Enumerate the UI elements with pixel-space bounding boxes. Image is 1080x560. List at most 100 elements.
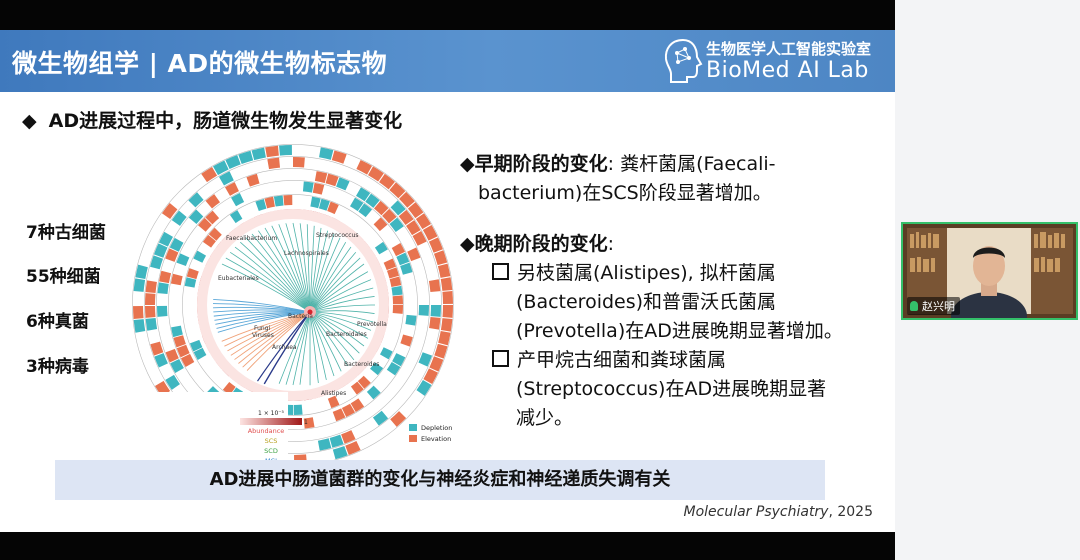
ring-cell: [389, 217, 404, 233]
ring-cell: [180, 353, 195, 367]
tree-branch: [258, 230, 311, 313]
ring-cell: [341, 430, 356, 444]
tree-branch: [221, 263, 311, 313]
ring-cell: [336, 177, 350, 191]
ring-cell: [345, 440, 361, 455]
tree-label-alistipes: Alistipes: [321, 390, 346, 397]
ring-cell: [332, 445, 348, 460]
early-stage-line-1: ◆早期阶段的变化: 粪杆菌属(Faecali-: [460, 150, 776, 179]
tree-branch: [309, 287, 374, 313]
abundance-scale-max: 1: [304, 419, 308, 426]
ring-cell: [171, 325, 183, 338]
ring-cell: [176, 344, 190, 358]
ring-cell: [391, 243, 406, 257]
tree-label-fungi: Fungi: [254, 325, 271, 332]
ring-cell: [150, 341, 164, 356]
tree-label-archaea: Archaea: [272, 344, 297, 351]
ring-cell: [255, 198, 267, 212]
ring-cell: [418, 352, 433, 367]
main-bullet-text: AD进展过程中，肠道微生物发生显著变化: [48, 110, 403, 132]
tree-branch: [229, 251, 311, 313]
ring-cell: [440, 318, 453, 332]
ring-cell: [442, 291, 453, 304]
shared-slide: 微生物组学 | AD的微生物标志物 生物医学人工智能实验室 BioMed AI …: [0, 30, 895, 532]
ring-cell: [429, 317, 441, 330]
ring-cell: [389, 276, 402, 287]
ring-cell: [171, 210, 187, 226]
late-stage-heading-line: ◆晚期阶段的变化:: [460, 230, 614, 259]
tree-label-bacteroidales: Bacteroidales: [326, 331, 367, 338]
ring-cell: [184, 277, 197, 288]
legend-elevation-swatch: [409, 435, 417, 442]
tree-branch: [309, 241, 347, 313]
late-item-1-text: 另枝菌属(Alistipes), 拟杆菌属: [517, 262, 776, 284]
early-stage-heading: 早期阶段的变化: [474, 153, 608, 175]
citation-journal: Molecular Psychiatry: [683, 504, 829, 520]
ring-cell: [365, 193, 380, 208]
tree-branch: [309, 271, 369, 313]
ring-cell: [392, 305, 403, 314]
ring-cell: [145, 317, 158, 331]
ring-cell: [165, 374, 180, 390]
tree-branch: [263, 311, 311, 385]
tree-branch: [309, 296, 375, 313]
ring-cell: [173, 335, 186, 348]
ring-cell: [374, 241, 388, 255]
tree-branch: [309, 225, 315, 313]
lab-name-cn: 生物医学人工智能实验室: [706, 40, 872, 58]
late-item-2-line-1: 产甲烷古细菌和粪球菌属: [492, 346, 726, 375]
ring-cell: [145, 293, 156, 305]
diamond-bullet-icon: ◆: [22, 110, 37, 132]
tree-branch: [299, 223, 311, 313]
tree-branch: [271, 225, 311, 313]
square-bullet-icon: [492, 263, 509, 280]
ring-cell: [415, 213, 432, 230]
participant-video-tile[interactable]: 赵兴明: [901, 222, 1078, 320]
tree-branch: [257, 311, 311, 382]
tree-label-viruses: Viruses: [252, 332, 274, 339]
ring-cell: [135, 264, 148, 279]
microphone-icon: [910, 301, 918, 311]
count-viruses: 3种病毒: [26, 357, 89, 377]
ring-cell: [412, 231, 427, 246]
ring-cell: [400, 334, 413, 347]
ring-cell: [279, 145, 292, 156]
count-bacteria: 55种细菌: [26, 267, 101, 287]
early-stage-text: : 粪杆菌属(Faecali-: [607, 153, 776, 175]
main-bullet: ◆ AD进展过程中，肠道微生物发生显著变化: [22, 106, 402, 133]
ring-cell: [433, 250, 448, 266]
ring-outline: [156, 168, 430, 442]
citation: Molecular Psychiatry, 2025: [683, 504, 873, 520]
ring-cell: [442, 305, 453, 318]
ring-cell: [358, 203, 373, 218]
ring-cell: [318, 198, 330, 211]
ring-cell: [386, 267, 400, 279]
ring-cell: [153, 243, 168, 258]
legend-elevation-label: Elevation: [421, 435, 451, 443]
ring-cell: [327, 201, 339, 215]
ring-cell: [407, 202, 424, 219]
ring-cell: [382, 208, 397, 224]
slide-title: 微生物组学 | AD的微生物标志物: [12, 49, 388, 78]
slide-header: 微生物组学 | AD的微生物标志物 生物医学人工智能实验室 BioMed AI …: [0, 30, 895, 92]
tree-branch: [230, 311, 311, 356]
ring-cell: [416, 380, 432, 396]
tree-branch: [309, 252, 357, 313]
ring-cell: [350, 381, 364, 395]
early-stage-line-2: bacterium)在SCS阶段显著增加。: [478, 182, 772, 204]
ring-cell: [238, 150, 254, 165]
participant-name: 赵兴明: [922, 300, 955, 313]
ring-cell: [145, 305, 156, 318]
ring-cell: [231, 192, 245, 207]
ring-cell: [366, 385, 381, 400]
ring-outline: [144, 156, 442, 454]
tree-label-streptococcus: Streptococcus: [316, 232, 359, 239]
ring-cell: [422, 225, 438, 241]
ring-label-abundance: Abundance: [248, 427, 285, 435]
late-item-2-line-3: 减少。: [516, 407, 574, 429]
ring-cell: [398, 209, 414, 226]
tree-branch: [225, 257, 311, 313]
video-letterbox-top: [0, 0, 895, 30]
ring-cell: [251, 147, 266, 161]
ring-cell: [400, 262, 413, 275]
